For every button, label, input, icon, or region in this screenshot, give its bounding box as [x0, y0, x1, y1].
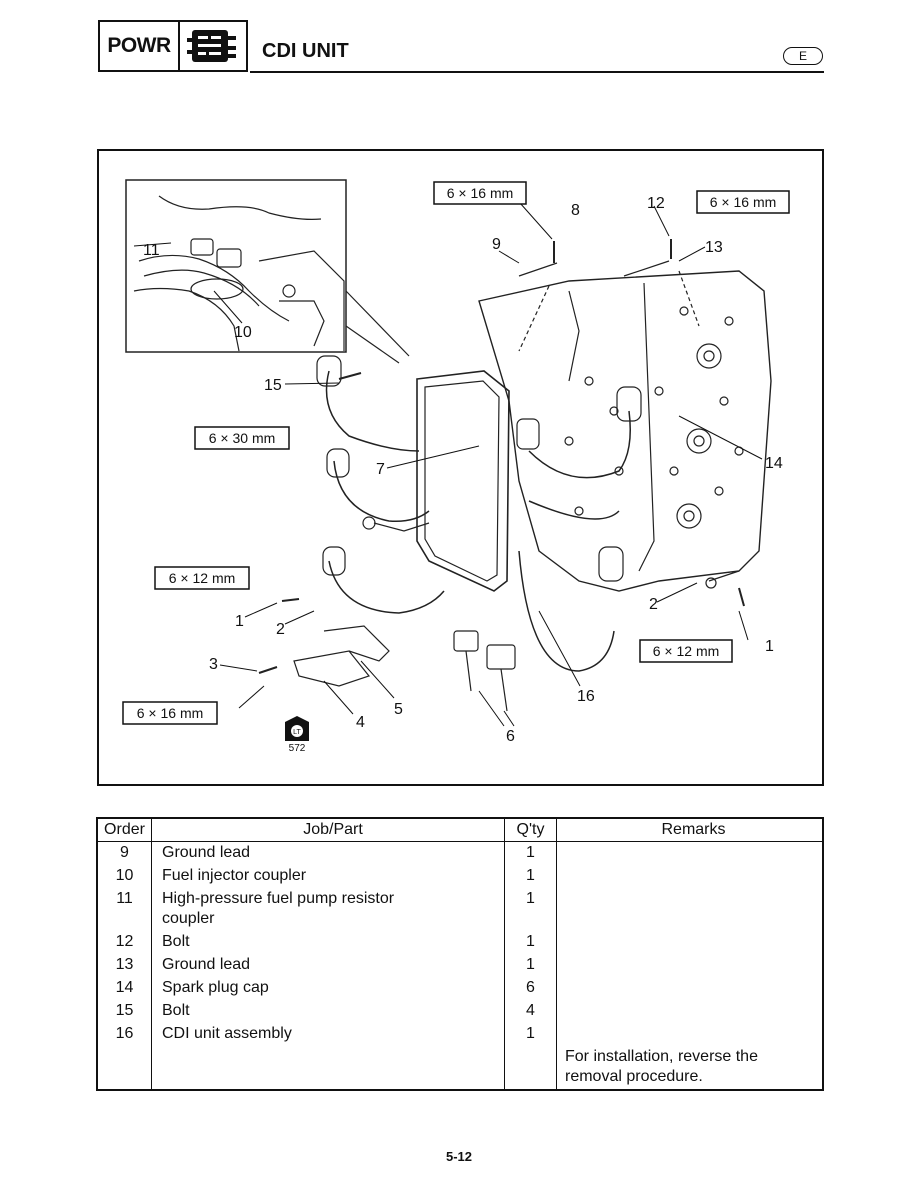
row-remarks — [556, 1023, 824, 1046]
page-number: 5-12 — [445, 1149, 473, 1164]
row-part: Spark plug cap — [151, 977, 505, 1000]
row-remarks — [556, 977, 824, 1000]
header-rule — [250, 71, 824, 73]
row-part: Ground lead — [151, 841, 505, 865]
row-qty: 1 — [504, 1023, 557, 1046]
row-remarks — [556, 865, 824, 888]
callout-10: 10 — [234, 324, 252, 341]
row-qty: 6 — [504, 977, 557, 1000]
table-header-row: Order Job/Part Q'ty Remarks — [96, 817, 824, 842]
row-order: 16 — [96, 1023, 152, 1046]
callout-14: 14 — [765, 455, 783, 472]
row-qty: 1 — [504, 888, 557, 931]
spec-box-5: 6 × 12 mm — [653, 643, 720, 659]
row-order: 14 — [96, 977, 152, 1000]
table-row: 14 Spark plug cap 6 — [96, 977, 824, 1000]
callout-16: 16 — [577, 688, 595, 705]
header-order: Order — [96, 817, 152, 842]
callout-2b: 2 — [649, 596, 658, 613]
sealant-code: 572 — [289, 743, 306, 754]
row-order — [96, 1046, 152, 1090]
row-remarks — [556, 888, 824, 931]
callout-8: 8 — [571, 202, 580, 219]
callout-2a: 2 — [276, 621, 285, 638]
spec-box-4: 6 × 12 mm — [169, 570, 236, 586]
row-part: Bolt — [151, 1000, 505, 1023]
table-row: 16 CDI unit assembly 1 — [96, 1023, 824, 1046]
row-qty: 1 — [504, 865, 557, 888]
callout-7: 7 — [376, 461, 385, 478]
final-remark: For installation, reverse the removal pr… — [556, 1046, 824, 1090]
callout-11: 11 — [143, 242, 160, 259]
row-part — [151, 1046, 505, 1090]
callout-4: 4 — [356, 714, 365, 731]
callout-12: 12 — [647, 195, 665, 212]
row-qty: 1 — [504, 841, 557, 865]
inset-frame — [125, 179, 347, 353]
electrical-icon — [180, 22, 246, 70]
row-qty: 4 — [504, 1000, 557, 1023]
row-qty: 1 — [504, 954, 557, 977]
row-remarks — [556, 954, 824, 977]
row-order: 10 — [96, 865, 152, 888]
spec-box-3: 6 × 30 mm — [209, 430, 276, 446]
table-row: 13 Ground lead 1 — [96, 954, 824, 977]
row-order: 9 — [96, 841, 152, 865]
spec-box-1: 6 × 16 mm — [447, 185, 514, 201]
callout-1a: 1 — [235, 613, 244, 630]
row-order: 11 — [96, 888, 152, 931]
parts-table: Order Job/Part Q'ty Remarks 9 Ground lea… — [96, 817, 824, 1091]
table-row: 12 Bolt 1 — [96, 931, 824, 954]
row-part: High-pressure fuel pump resistor coupler — [151, 888, 505, 931]
section-code: POWR — [100, 22, 180, 70]
diagram-drawing: LT 572 6 × 16 mm 6 × 16 mm 6 × 30 mm 6 ×… — [122, 179, 790, 754]
row-qty — [504, 1046, 557, 1090]
header-remarks: Remarks — [556, 817, 824, 842]
row-part: Ground lead — [151, 954, 505, 977]
spec-box-6: 6 × 16 mm — [137, 705, 204, 721]
callout-5: 5 — [394, 701, 403, 718]
row-remarks — [556, 931, 824, 954]
row-qty: 1 — [504, 931, 557, 954]
table-row: For installation, reverse the removal pr… — [96, 1046, 824, 1090]
row-order: 15 — [96, 1000, 152, 1023]
row-part: Bolt — [151, 931, 505, 954]
row-remarks — [556, 1000, 824, 1023]
sealant-badge: LT — [293, 729, 301, 736]
language-badge: E — [783, 47, 823, 65]
callout-6: 6 — [506, 728, 515, 745]
callout-9: 9 — [492, 236, 501, 253]
row-order: 13 — [96, 954, 152, 977]
table-row: 15 Bolt 4 — [96, 1000, 824, 1023]
table-row: 10 Fuel injector coupler 1 — [96, 865, 824, 888]
exploded-diagram: LT 572 6 × 16 mm 6 × 16 mm 6 × 30 mm 6 ×… — [97, 149, 824, 786]
section-badge: POWR — [98, 20, 248, 72]
table-row: 11 High-pressure fuel pump resistor coup… — [96, 888, 824, 931]
row-remarks — [556, 841, 824, 865]
row-order: 12 — [96, 931, 152, 954]
header-qty: Q'ty — [504, 817, 557, 842]
row-part: CDI unit assembly — [151, 1023, 505, 1046]
page-title: CDI UNIT — [262, 40, 349, 62]
callout-3: 3 — [209, 656, 218, 673]
header-part: Job/Part — [151, 817, 505, 842]
sealant-icon: LT 572 — [285, 716, 309, 754]
table-row: 9 Ground lead 1 — [96, 841, 824, 865]
callout-13: 13 — [705, 239, 723, 256]
row-part: Fuel injector coupler — [151, 865, 505, 888]
callout-1b: 1 — [765, 638, 774, 655]
callout-15: 15 — [264, 377, 282, 394]
spec-box-2: 6 × 16 mm — [710, 194, 777, 210]
